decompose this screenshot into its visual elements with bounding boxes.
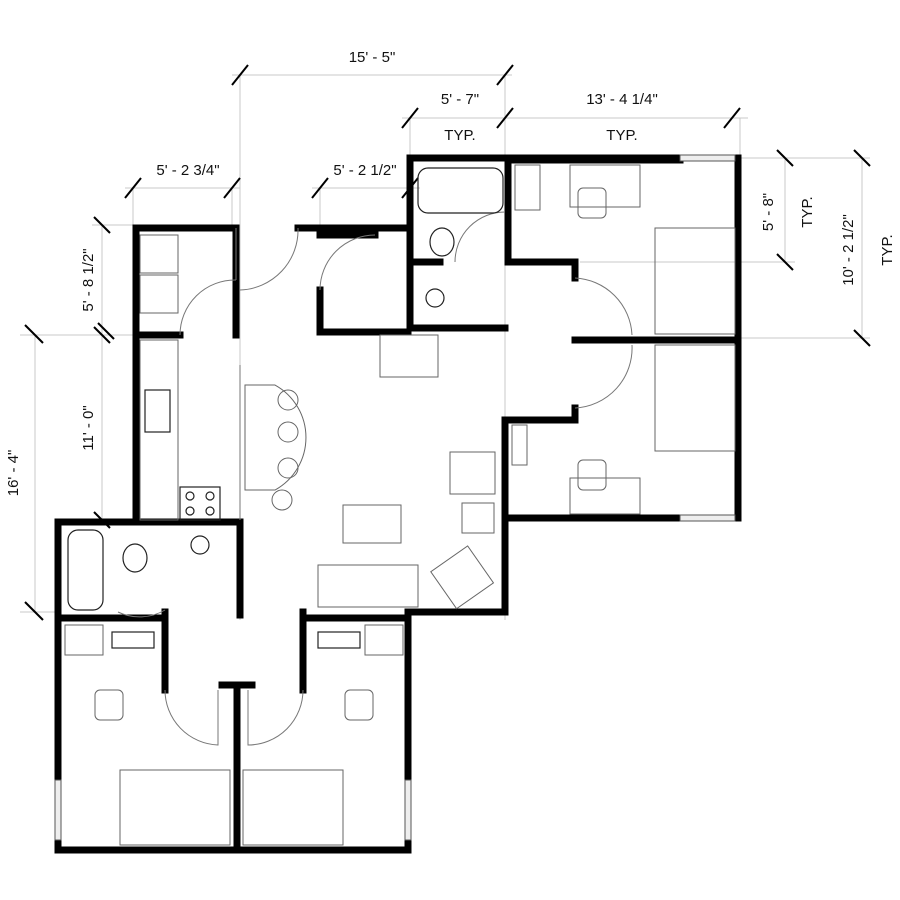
sink-lower xyxy=(190,535,210,555)
sink-upper xyxy=(425,288,445,308)
lounge-chair xyxy=(430,545,495,610)
table xyxy=(379,334,439,378)
dim-left-overall: 16' - 4" xyxy=(5,450,22,497)
coffee-table xyxy=(342,504,402,544)
dimension-lines xyxy=(20,64,871,621)
toilet-upper xyxy=(429,227,455,257)
kitchen-island xyxy=(244,384,307,491)
bathtub-lower xyxy=(67,529,104,611)
dim-bath-typ: TYP. xyxy=(444,127,475,144)
bed-lower-right xyxy=(654,344,736,452)
dim-right-bedroom-typ: TYP. xyxy=(879,234,896,265)
kitchen-sink xyxy=(144,389,171,433)
closet-shelf xyxy=(139,234,179,274)
dim-closet-mid: 5' - 2 1/2" xyxy=(333,162,396,179)
dim-right-closet-typ: TYP. xyxy=(799,196,816,227)
bed-upper-right xyxy=(654,227,736,335)
window-top-right xyxy=(679,154,736,162)
dim-closet-left: 5' - 2 3/4" xyxy=(156,162,219,179)
window-right-bottom xyxy=(679,514,736,522)
armchair xyxy=(449,451,496,495)
dim-overall-top: 15' - 5" xyxy=(349,49,396,66)
dim-closet-depth: 5' - 8 1/2" xyxy=(80,248,97,311)
stove xyxy=(179,486,221,521)
window-left-bedroom xyxy=(54,779,62,841)
fixtures xyxy=(64,164,736,846)
side-table xyxy=(461,502,495,534)
dim-right-bedroom: 10' - 2 1/2" xyxy=(840,214,857,286)
bathtub-upper xyxy=(417,167,504,214)
sofa xyxy=(317,564,419,608)
walls xyxy=(54,154,742,854)
desk-upper-right xyxy=(569,164,641,208)
window-right-bedroom xyxy=(404,779,412,841)
dresser-right xyxy=(317,631,361,649)
dresser-left xyxy=(111,631,155,649)
door-swings xyxy=(117,211,633,746)
dim-kitchen-length: 11' - 0" xyxy=(80,405,97,450)
desk-lower-right xyxy=(569,477,641,515)
bed-right xyxy=(242,769,344,846)
bed-left xyxy=(119,769,231,846)
dim-bath-width: 5' - 7" xyxy=(441,91,479,108)
kitchen-counter xyxy=(139,339,179,521)
toilet-lower xyxy=(122,543,148,573)
dim-right-closet: 5' - 8" xyxy=(760,193,777,231)
windows xyxy=(54,154,736,841)
dim-bedroom-width: 13' - 4 1/4" xyxy=(586,91,658,108)
dim-bedroom-typ: TYP. xyxy=(606,127,637,144)
